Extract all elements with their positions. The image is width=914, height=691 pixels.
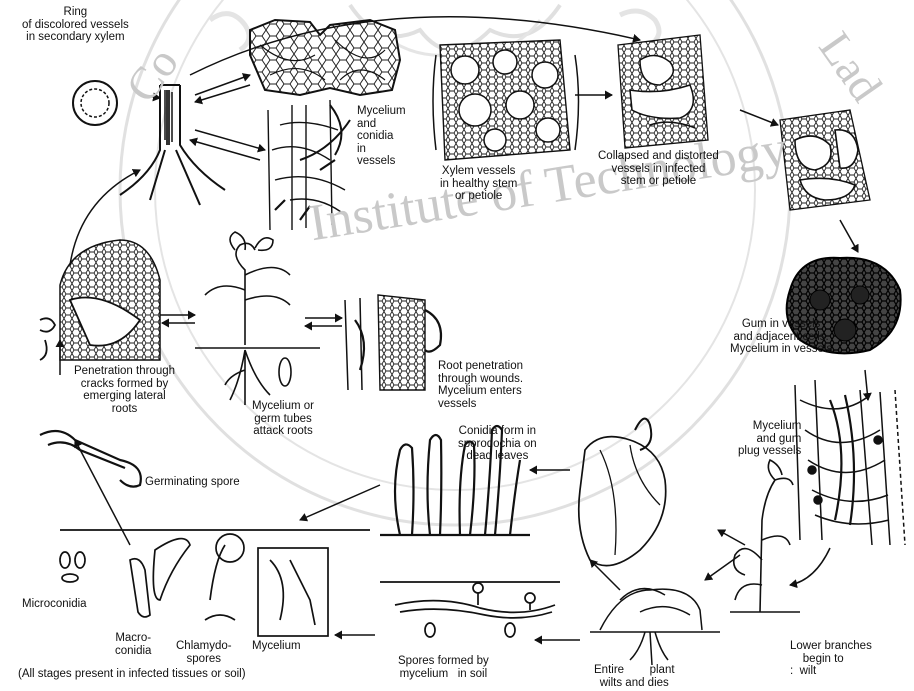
label-mycelium: Mycelium (252, 640, 301, 653)
soil-spores-drawing (380, 582, 560, 637)
collapsed-vessels-drawing (618, 35, 708, 148)
wilting-plant-drawing (730, 460, 800, 612)
label-mycelium-conidia-vessels: Mycelium and conidia in vessels (357, 105, 406, 168)
label-penetration-cracks: Penetration through cracks formed by eme… (74, 365, 175, 415)
label-microconidia: Microconidia (22, 598, 87, 611)
root-wound-drawing (345, 295, 441, 390)
germinating-spore-drawing (40, 431, 141, 487)
label-germinating-spore: Germinating spore (145, 476, 240, 489)
label-all-stages: (All stages present in infected tissues … (18, 668, 246, 681)
label-gum-vessels: Gum in vessels and adjacent cells. Mycel… (730, 318, 832, 356)
label-collapsed-vessels: Collapsed and distorted vessels in infec… (598, 150, 719, 188)
label-entire-plant-wilts: Entire plant wilts and dies (594, 664, 675, 689)
label-lower-branches: Lower branches begin to : wilt (790, 640, 872, 678)
young-plant-drawing (195, 232, 320, 405)
label-spores-formed: Spores formed by mycelium in soil (398, 655, 489, 680)
vessel-cells-top (250, 20, 400, 95)
ring-cross-section (73, 81, 117, 125)
label-germ-tubes: Mycelium or germ tubes attack roots (252, 400, 314, 438)
dead-leaf-drawing (579, 419, 666, 566)
root-crack-drawing (40, 240, 160, 360)
label-macroconidia: Macro- conidia (115, 632, 151, 657)
dead-plant-drawing (590, 589, 720, 665)
spore-types-drawing (60, 530, 370, 636)
label-root-penetration: Root penetration through wounds. Myceliu… (438, 360, 523, 410)
label-xylem-healthy: Xylem vessels in healthy stem or petiole (440, 165, 517, 203)
label-ring-discolored-vessels: Ring of discolored vessels in secondary … (22, 6, 129, 44)
right-vessel-section (780, 110, 870, 210)
label-conidia-form: Conidia form in sporodochia on dead leav… (458, 425, 537, 463)
plugged-vessel-drawing (795, 380, 905, 545)
healthy-xylem-drawing (433, 40, 579, 160)
label-chlamydospores: Chlamydo- spores (176, 640, 232, 665)
label-mycelium-gum-plug: Mycelium and gum plug vessels (738, 420, 801, 458)
